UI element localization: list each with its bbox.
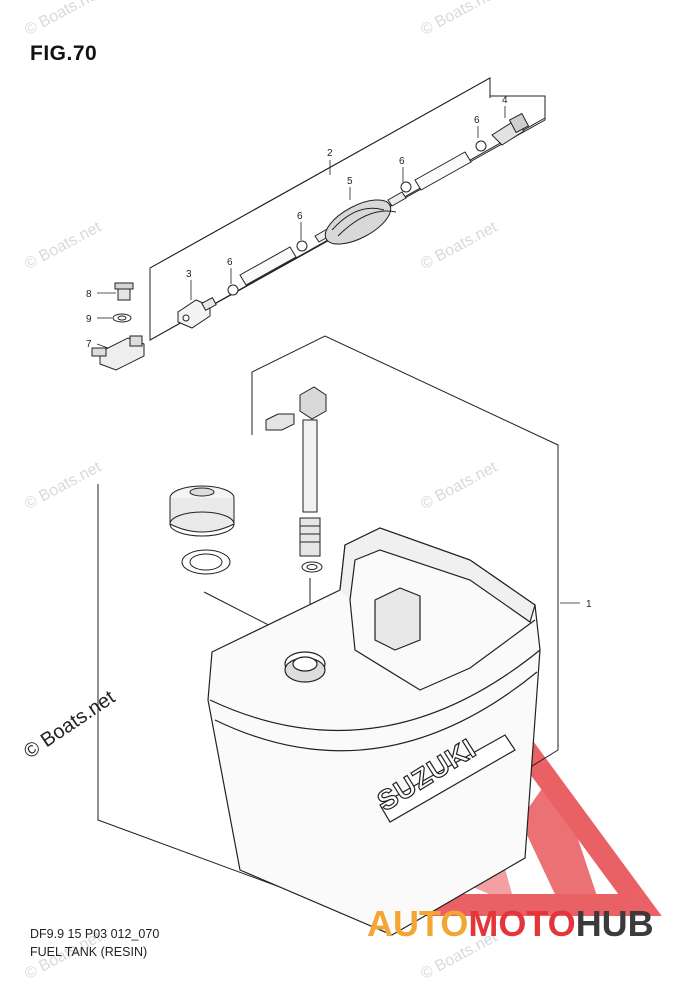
fuel-hose-parts: [177, 112, 530, 329]
tank-box-frame: [97, 335, 559, 901]
diagram-caption: FUEL TANK (RESIN): [30, 945, 148, 959]
diagram-code: DF9.9 15 P03 012_070: [30, 927, 160, 941]
fuel-tank-body: [207, 527, 541, 936]
vent-screw-parts: [91, 282, 145, 371]
figure-title: FIG.70: [30, 42, 98, 65]
part-label-6b: 6: [297, 211, 303, 222]
part-label-6a: 6: [227, 257, 233, 268]
logo-part-auto: AUTO: [367, 903, 469, 944]
part-label-9: 9: [86, 314, 92, 325]
part-label-8: 8: [86, 289, 92, 300]
pickup-tube: [265, 386, 327, 634]
automotohub-logo-text: AUTOMOTOHUB: [367, 903, 654, 945]
leader-lines: [96, 106, 580, 604]
logo-part-moto: MOTO: [468, 903, 576, 944]
hose-assembly-box: [149, 77, 546, 341]
fuel-cap: [169, 485, 235, 575]
part-label-7: 7: [86, 339, 92, 350]
hose-assembly-frame: [149, 77, 546, 341]
part-label-1: 1: [586, 599, 592, 610]
part-label-6c: 6: [399, 156, 405, 167]
part-label-6d: 6: [474, 115, 480, 126]
part-label-4: 4: [502, 95, 508, 106]
part-label-5: 5: [347, 176, 353, 187]
part-label-3: 3: [186, 269, 192, 280]
part-label-2: 2: [327, 148, 333, 159]
logo-part-hub: HUB: [575, 903, 654, 944]
